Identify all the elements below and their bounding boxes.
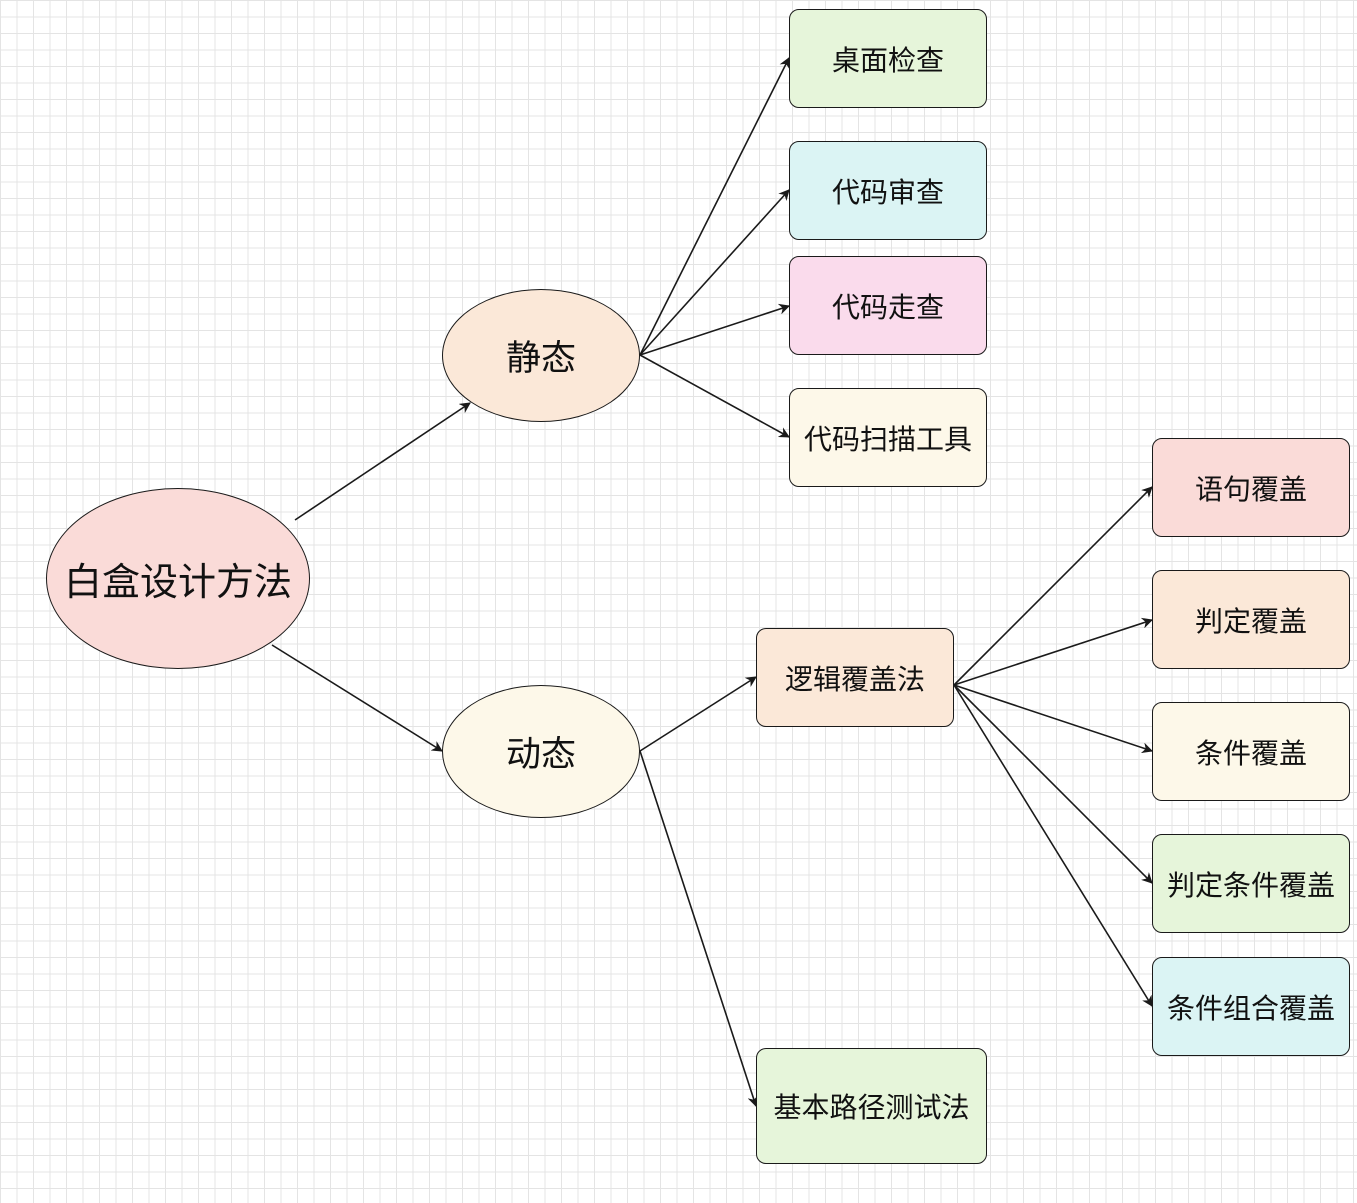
edge-dynamic-to-logic-coverage [639,676,757,752]
logic-coverage-node[interactable]: 逻辑覆盖法 [756,628,954,727]
edge-logic-coverage-to-multiple-condition-coverage [953,684,1153,1007]
edge-static-to-code-scan-tool [639,354,790,438]
condition-coverage-node[interactable]: 条件覆盖 [1152,702,1350,801]
dynamic-node[interactable]: 动态 [442,685,640,818]
code-review-node[interactable]: 代码审查 [789,141,987,240]
edge-root-to-dynamic [271,644,443,752]
edge-static-to-desk-check [639,57,790,356]
edge-logic-coverage-to-decision-coverage [953,617,1154,686]
edge-logic-coverage-to-condition-coverage [953,684,1154,754]
root-node-white-box-methods[interactable]: 白盒设计方法 [46,488,310,669]
code-walkthrough-node[interactable]: 代码走查 [789,256,987,355]
edge-logic-coverage-to-statement-coverage [953,486,1153,686]
multiple-condition-coverage-node[interactable]: 条件组合覆盖 [1152,957,1350,1056]
edge-logic-coverage-to-decision-condition-coverage [953,684,1153,884]
static-node[interactable]: 静态 [442,289,640,422]
statement-coverage-node[interactable]: 语句覆盖 [1152,438,1350,537]
decision-coverage-node[interactable]: 判定覆盖 [1152,570,1350,669]
desk-check-node[interactable]: 桌面检查 [789,9,987,108]
edge-static-to-code-walkthrough [639,303,791,356]
edge-static-to-code-review [639,189,790,356]
edge-root-to-static [294,402,471,521]
edge-dynamic-to-basis-path [639,750,759,1108]
code-scan-tool-node[interactable]: 代码扫描工具 [789,388,987,487]
decision-condition-coverage-node[interactable]: 判定条件覆盖 [1152,834,1350,933]
basis-path-testing-node[interactable]: 基本路径测试法 [756,1048,987,1164]
